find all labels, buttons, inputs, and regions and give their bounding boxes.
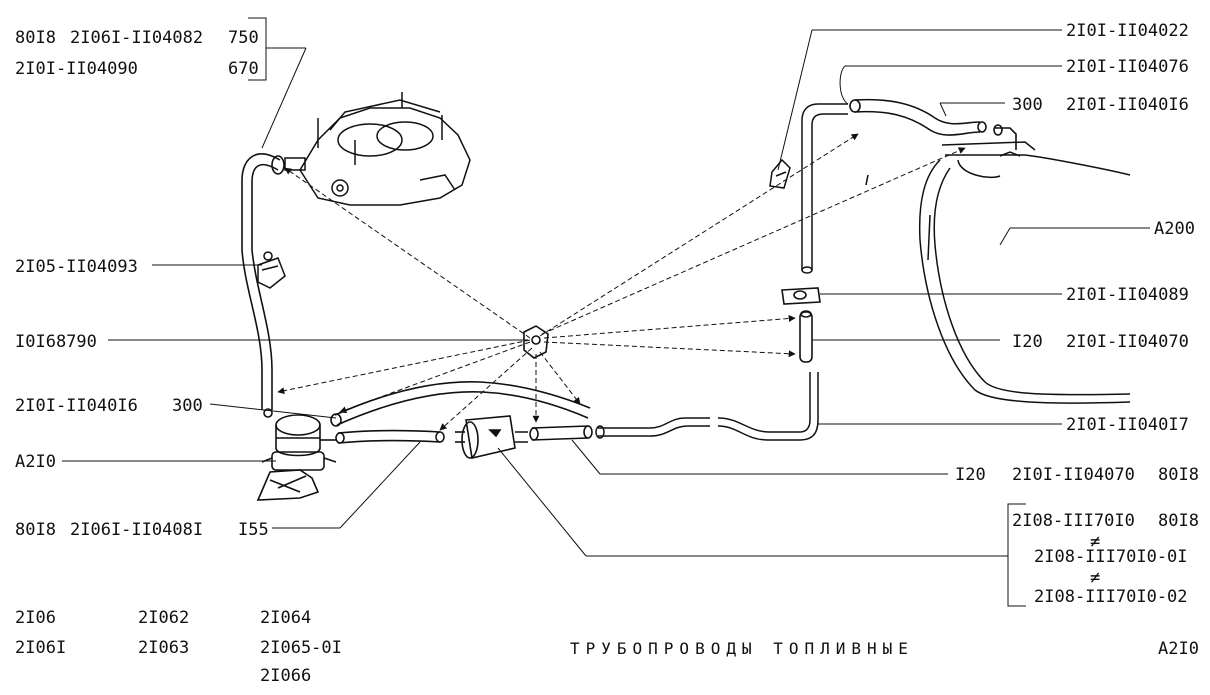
label-2101-1104089: 2I0I-II04089 xyxy=(1066,285,1189,305)
hose-clamp xyxy=(257,251,286,289)
model-21062: 2I062 xyxy=(138,608,189,628)
page-title: ТРУБОПРОВОДЫ ТОПЛИВНЫЕ xyxy=(570,639,914,658)
model-21061: 2I06I xyxy=(15,638,66,658)
carburetor-supply-hose xyxy=(241,153,285,410)
model-21065-01: 2I065-0I xyxy=(260,638,342,658)
label-length-750: 750 xyxy=(228,28,259,48)
label-length-155: I55 xyxy=(238,520,269,540)
label-2101-1104017: 2I0I-II040I7 xyxy=(1066,415,1189,435)
model-21063: 2I063 xyxy=(138,638,189,658)
label-2101-1104070-b: 2I0I-II04070 xyxy=(1012,465,1135,485)
metal-fuel-tube xyxy=(595,372,819,441)
label-2108-1117010-02: 2I08-III70I0-02 xyxy=(1034,587,1188,607)
label-8018-a: 80I8 xyxy=(15,28,56,48)
model-21064: 2I064 xyxy=(260,608,311,628)
label-2101-1104070-a: 2I0I-II04070 xyxy=(1066,332,1189,352)
filter-outlet-hose xyxy=(529,425,593,441)
label-2101-110401б: 2I0I-II040I6 xyxy=(15,396,138,416)
label-10168790: I0I68790 xyxy=(15,332,97,352)
label-2101-1104076: 2I0I-II04076 xyxy=(1066,57,1189,77)
label-2108-1117010-01: 2I08-III70I0-0I xyxy=(1034,547,1188,567)
model-2106: 2I06 xyxy=(15,608,56,628)
label-8018-c: 80I8 xyxy=(1158,465,1199,485)
label-2101-1104090: 2I0I-II04090 xyxy=(15,59,138,79)
label-length-670: 670 xyxy=(228,59,259,79)
leader-arrows xyxy=(277,133,966,431)
not-equal-sign-1: ≠ xyxy=(1090,532,1100,552)
label-2108-1117010: 2I08-III70I0 xyxy=(1012,511,1135,531)
label-a210-pump: A2I0 xyxy=(15,452,56,472)
label-2101-110401б-right: 2I0I-II040I6 xyxy=(1066,95,1189,115)
not-equal-sign-2: ≠ xyxy=(1090,568,1100,588)
page-code: A2I0 xyxy=(1158,639,1199,659)
filter-inlet-hose xyxy=(335,429,445,444)
model-21066: 2I066 xyxy=(260,666,311,686)
label-8018-b: 80I8 xyxy=(15,520,56,540)
tank-connection-hose xyxy=(799,310,813,363)
label-21061-1104082: 2I06I-II04082 xyxy=(70,28,203,48)
return-hose xyxy=(330,381,591,427)
rubber-grommet xyxy=(781,287,821,305)
carburetor xyxy=(284,92,471,206)
label-21061-1104081: 2I06I-II0408I xyxy=(70,520,203,540)
fuel-tank xyxy=(865,141,1131,404)
label-length-300-left: 300 xyxy=(172,396,203,416)
label-length-120-a: I20 xyxy=(1012,332,1043,352)
label-length-120-b: I20 xyxy=(955,465,986,485)
fuel-pump xyxy=(256,408,337,501)
vent-hose xyxy=(849,98,1017,150)
label-2101-1104022: 2I0I-II04022 xyxy=(1066,21,1189,41)
label-a200: A200 xyxy=(1154,219,1195,239)
label-2105-1104093: 2I05-II04093 xyxy=(15,257,138,277)
fuel-filter xyxy=(455,415,528,459)
label-8018-d: 80I8 xyxy=(1158,511,1199,531)
leader-lines xyxy=(62,17,1150,607)
vent-tube xyxy=(801,103,848,274)
label-length-300-right: 300 xyxy=(1012,95,1043,115)
